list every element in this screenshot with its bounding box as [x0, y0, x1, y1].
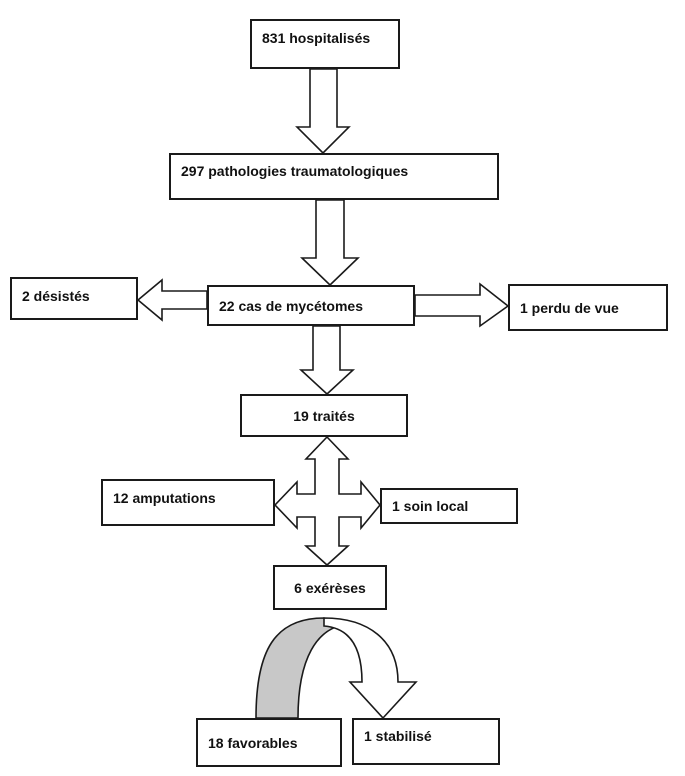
box-amputations: 12 amputations — [101, 479, 275, 526]
box-perdu-de-vue: 1 perdu de vue — [508, 284, 668, 331]
arrow-left-cas-to-desistes — [136, 278, 208, 322]
curved-arrow-favorables — [255, 617, 351, 719]
box-pathologies: 297 pathologies traumatologiques — [169, 153, 499, 200]
box-soin-local: 1 soin local — [380, 488, 518, 524]
curved-arrow-stabilise — [323, 617, 418, 720]
arrow-right-cas-to-perdu — [414, 282, 510, 328]
box-favorables: 18 favorables — [196, 718, 342, 767]
box-desistes: 2 désistés — [10, 277, 138, 320]
box-hospitalises: 831 hospitalisés — [250, 19, 400, 69]
box-cas-mycetomes: 22 cas de mycétomes — [207, 285, 415, 326]
box-traites: 19 traités — [240, 394, 408, 437]
arrow-down-pathologies-to-cas — [300, 199, 360, 287]
arrow-down-cas-to-traites — [298, 325, 356, 396]
box-exereses: 6 exérèses — [273, 565, 387, 610]
box-stabilise: 1 stabilisé — [352, 718, 500, 765]
arrow-down-hospitalises-to-pathologies — [295, 68, 351, 155]
arrow-cross-traites-branches — [273, 435, 382, 567]
